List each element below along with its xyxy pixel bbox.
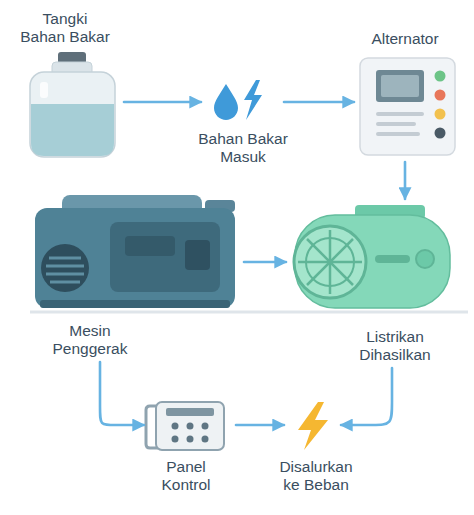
fuel-drop-icon-part xyxy=(214,84,238,120)
engine-icon-part xyxy=(40,300,230,308)
control-panel-icon-part-part xyxy=(172,436,179,443)
control-panel-icon-part xyxy=(166,408,214,416)
fuel-tank-icon-part xyxy=(30,72,115,157)
process-node: Bahan Bakar Masuk xyxy=(205,78,280,126)
engine-icon-part xyxy=(46,258,84,282)
flow-arrow xyxy=(244,261,286,264)
node-label: Disalurkan ke Beban xyxy=(272,458,360,494)
engine-icon-part xyxy=(185,240,210,270)
node-label: Panel Kontrol xyxy=(146,458,226,494)
generator-icon xyxy=(294,205,450,308)
control-panel-icon-part xyxy=(172,423,209,443)
alternator-device-icon-part xyxy=(381,75,419,97)
flow-arrow xyxy=(404,162,407,199)
node-label: Bahan Bakar Masuk xyxy=(196,130,291,166)
generator-icon-part-part xyxy=(307,239,353,285)
generator-icon-part-part xyxy=(307,239,353,285)
engine-icon-part xyxy=(35,208,235,308)
alternator-device-icon-part xyxy=(435,109,446,120)
process-node: Listrikan Dihasilkan xyxy=(290,205,452,313)
control-panel-icon-part-part xyxy=(187,436,194,443)
flow-arrow xyxy=(100,362,144,425)
control-panel-icon-part xyxy=(156,402,224,450)
fuel-tank-icon xyxy=(30,52,115,157)
engine-icon xyxy=(35,195,235,308)
control-panel-icon-part-part xyxy=(187,423,194,430)
flow-arrow xyxy=(341,368,392,425)
process-node: Tangki Bahan Bakar xyxy=(25,50,120,158)
node-label: Alternator xyxy=(350,30,460,48)
control-panel-icon-part-part xyxy=(172,423,179,430)
fuel-tank-icon-part xyxy=(40,82,48,98)
control-panel-icon xyxy=(146,402,224,450)
flow-arrow xyxy=(124,101,201,104)
alternator-device-icon-part xyxy=(376,70,424,102)
generator-icon-part xyxy=(295,215,450,308)
process-node: Alternator xyxy=(358,56,456,158)
engine-icon-part xyxy=(125,236,175,256)
flow-arrow xyxy=(236,424,284,427)
generator-icon-part xyxy=(294,226,366,298)
ground-line xyxy=(30,312,468,313)
engine-icon-part-part xyxy=(46,265,84,268)
fuel-drop-icon xyxy=(214,80,262,120)
process-node: Disalurkan ke Beban xyxy=(290,400,335,452)
engine-icon-part xyxy=(110,222,220,292)
engine-icon-part-part xyxy=(50,281,80,284)
alternator-device-icon-part xyxy=(376,132,420,136)
generator-icon-part xyxy=(298,230,362,294)
flow-arrow xyxy=(284,101,354,104)
ground-line-part xyxy=(30,311,468,314)
control-panel-icon-part-part xyxy=(202,423,209,430)
alternator-device-icon-part xyxy=(435,128,446,139)
alternator-device-icon-part xyxy=(360,58,455,155)
lightning-icon-part xyxy=(298,402,328,450)
process-node: Mesin Penggerak xyxy=(32,193,240,310)
node-label: Mesin Penggerak xyxy=(45,322,135,358)
node-label: Tangki Bahan Bakar xyxy=(20,10,110,46)
generator-icon-part xyxy=(416,250,434,268)
lightning-icon xyxy=(298,402,328,450)
engine-icon-part-part xyxy=(46,273,84,276)
alternator-device-icon xyxy=(360,58,455,155)
fuel-tank-icon-part xyxy=(31,104,114,156)
engine-icon-part-part xyxy=(49,257,81,260)
alternator-device-icon-part xyxy=(435,90,446,101)
engine-icon-part xyxy=(41,244,89,292)
alternator-device-icon-part xyxy=(435,71,446,82)
alternator-device-icon-part xyxy=(376,122,416,126)
control-panel-icon-part-part xyxy=(202,436,209,443)
node-label: Listrikan Dihasilkan xyxy=(348,328,443,364)
generator-icon-part xyxy=(375,255,410,263)
alternator-device-icon-part xyxy=(376,112,424,116)
fuel-drop-icon-part xyxy=(244,80,262,120)
process-node: Panel Kontrol xyxy=(148,400,228,452)
